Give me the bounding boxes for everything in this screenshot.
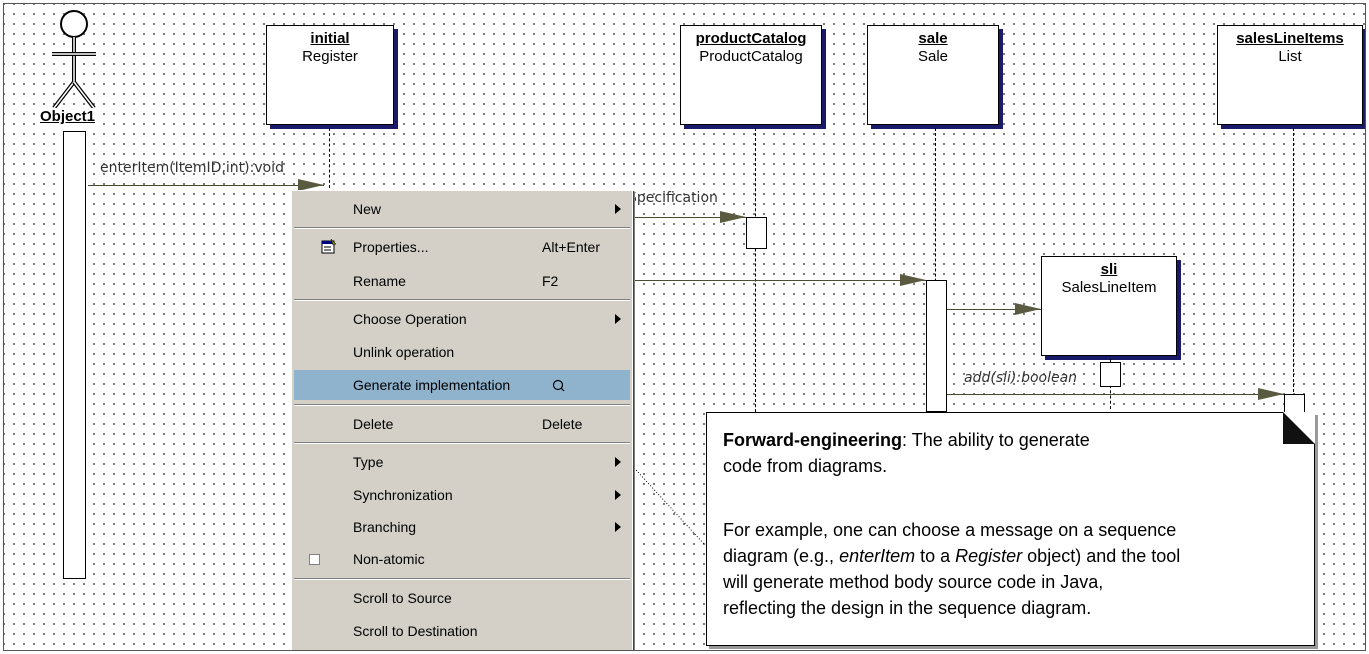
menu-item-synchronization[interactable]: Synchronization <box>294 480 630 510</box>
message-add[interactable] <box>947 394 1284 395</box>
submenu-arrow-icon <box>615 204 621 214</box>
menu-separator <box>294 299 630 301</box>
context-menu: New Properties... Alt+Enter Rename F2 Ch… <box>291 190 633 650</box>
sequence-diagram-canvas[interactable]: Object1 initial Register productCatalog … <box>3 3 1366 651</box>
submenu-arrow-icon <box>615 522 621 532</box>
message-arrowhead <box>720 211 746 223</box>
note-folded-corner-icon <box>1283 412 1315 444</box>
object-type: Sale <box>917 48 949 65</box>
actor-label: Object1 <box>38 108 98 125</box>
note-line2: code from diagrams. <box>723 456 888 476</box>
menu-item-rename[interactable]: Rename F2 <box>353 273 559 289</box>
lifeline-productcatalog <box>755 128 756 648</box>
message-enteritem[interactable] <box>88 185 324 186</box>
object-name: productCatalog <box>695 30 807 47</box>
menu-item-scroll-to-destination[interactable]: Scroll to Destination <box>353 623 478 639</box>
menu-item-properties[interactable]: Properties... Alt+Enter <box>294 232 630 262</box>
actor-icon <box>52 10 96 110</box>
menu-separator <box>294 404 630 406</box>
saleslineitems-activation[interactable] <box>1284 394 1305 414</box>
menu-item-type[interactable]: Type <box>294 447 630 477</box>
submenu-arrow-icon <box>615 457 621 467</box>
object-name: sale <box>918 30 948 47</box>
note-p2-line3: will generate method body source code in… <box>723 572 1104 592</box>
message-create-sli[interactable] <box>947 309 1041 310</box>
productcatalog-activation[interactable] <box>746 217 767 249</box>
object-productcatalog[interactable]: productCatalog ProductCatalog <box>680 25 822 125</box>
object-type: ProductCatalog <box>699 48 803 65</box>
note-heading: Forward-engineering <box>723 430 903 450</box>
submenu-arrow-icon <box>615 314 621 324</box>
non-atomic-checkbox[interactable] <box>309 554 320 565</box>
object-saleslineitems[interactable]: salesLineItems List <box>1217 25 1363 125</box>
menu-item-generate-implementation[interactable]: Generate implementation <box>294 370 630 400</box>
properties-icon <box>321 238 337 254</box>
lifeline-initial <box>329 128 330 188</box>
actor-object1[interactable]: Object1 <box>38 4 104 129</box>
message-arrowhead <box>1015 303 1041 315</box>
menu-item-choose-operation[interactable]: Choose Operation <box>294 304 630 334</box>
message-arrowhead <box>900 274 926 286</box>
menu-separator <box>294 227 630 229</box>
message-label-enteritem[interactable]: enterItem(ItemID,int):void <box>100 160 284 176</box>
object-name: initial <box>310 30 350 47</box>
object-name: sli <box>1100 261 1118 278</box>
object-sli[interactable]: sli SalesLineItem <box>1041 256 1177 356</box>
pointer-circle-icon <box>552 379 565 392</box>
object-type: List <box>1278 48 1302 65</box>
sli-activation[interactable] <box>1100 362 1121 387</box>
menu-item-delete[interactable]: Delete Delete <box>353 416 583 432</box>
message-label-specification[interactable]: Specification <box>628 190 718 206</box>
note-p2-line1: For example, one can choose a message on… <box>723 520 1177 540</box>
message-arrowhead <box>298 179 324 191</box>
menu-separator <box>294 578 630 580</box>
lifeline-saleslineitems <box>1293 128 1294 648</box>
menu-item-unlink-operation[interactable]: Unlink operation <box>353 344 455 360</box>
object-initial[interactable]: initial Register <box>266 25 394 125</box>
menu-item-scroll-to-source[interactable]: Scroll to Source <box>353 590 452 606</box>
message-arrowhead <box>1258 388 1284 400</box>
note-p2-line2: diagram (e.g., enterItem to a Register o… <box>723 546 1181 566</box>
object-name: salesLineItems <box>1236 30 1344 47</box>
object-type: SalesLineItem <box>1061 279 1157 296</box>
menu-separator <box>294 442 630 444</box>
submenu-arrow-icon <box>615 490 621 500</box>
sale-activation[interactable] <box>926 280 947 412</box>
actor-activation[interactable] <box>63 131 86 579</box>
message-to-sale[interactable] <box>630 280 926 281</box>
note-p2-line4: reflecting the design in the sequence di… <box>723 598 1092 618</box>
menu-item-non-atomic[interactable]: Non-atomic <box>294 544 630 574</box>
menu-item-new[interactable]: New <box>294 194 630 224</box>
menu-item-branching[interactable]: Branching <box>294 512 630 542</box>
message-label-add[interactable]: add(sli):boolean <box>964 370 1078 386</box>
object-sale[interactable]: sale Sale <box>867 25 999 125</box>
forward-engineering-note: Forward-engineering: The ability to gene… <box>706 412 1315 646</box>
object-type: Register <box>302 48 358 65</box>
message-specification[interactable] <box>630 217 746 218</box>
note-line1: Forward-engineering: The ability to gene… <box>723 430 1090 450</box>
